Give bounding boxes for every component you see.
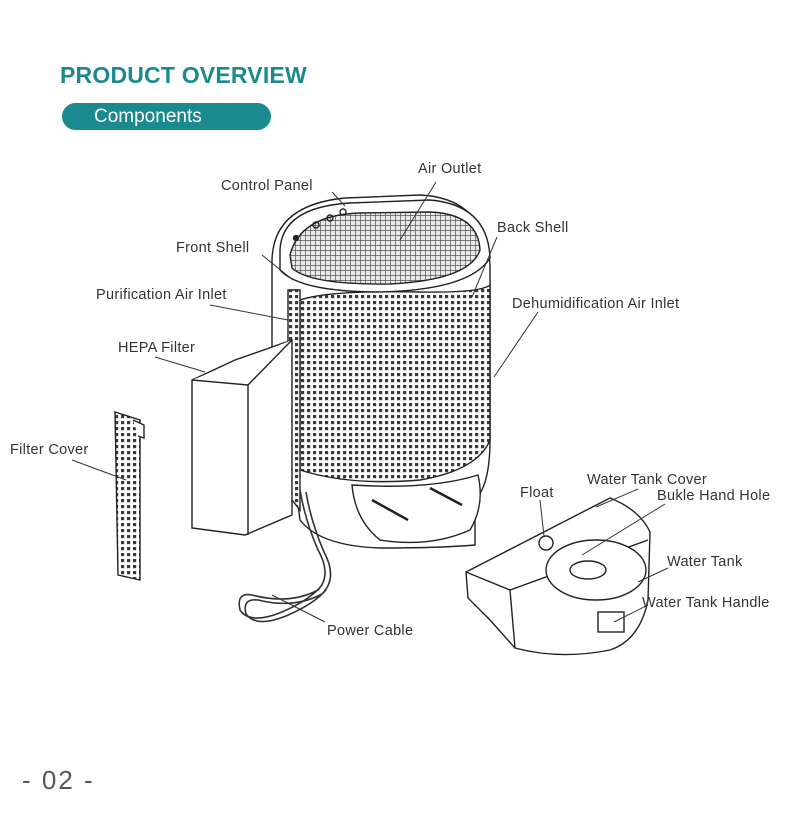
label-back-shell: Back Shell [497,220,569,236]
water-tank-part [466,498,650,655]
hepa-filter-block [192,340,292,535]
page-number: - 02 - [22,765,95,796]
label-water-tank-cover: Water Tank Cover [587,472,707,488]
label-dehumidification-air-inlet: Dehumidification Air Inlet [512,296,679,312]
label-front-shell: Front Shell [176,240,249,256]
label-water-tank-handle: Water Tank Handle [642,595,770,611]
label-air-outlet: Air Outlet [418,161,481,177]
dehumidifier-body [272,195,490,548]
label-power-cable: Power Cable [327,623,413,639]
label-float: Float [520,485,554,501]
label-water-tank: Water Tank [667,554,743,570]
label-hepa-filter: HEPA Filter [118,340,195,356]
label-bukle-hand-hole: Bukle Hand Hole [657,488,770,504]
label-purification-air-inlet: Purification Air Inlet [96,287,227,303]
label-filter-cover: Filter Cover [10,442,89,458]
label-control-panel: Control Panel [221,178,313,194]
filter-cover-part [115,412,144,580]
